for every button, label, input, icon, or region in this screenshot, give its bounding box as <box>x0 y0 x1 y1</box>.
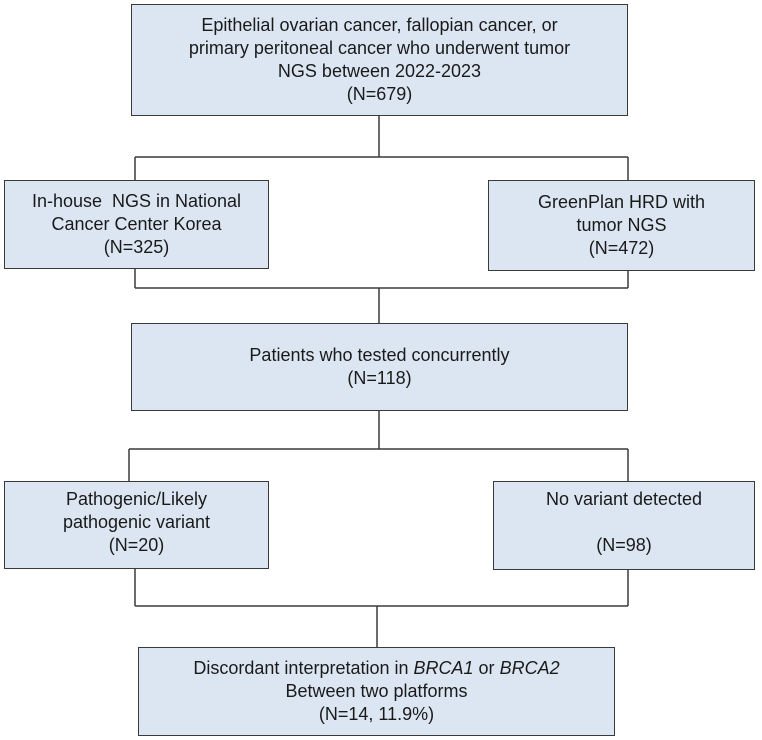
box-count: (N=679) <box>346 84 413 104</box>
box-count: (N=472) <box>588 238 655 258</box>
gene-brca2: BRCA2 <box>499 658 560 678</box>
box-text: pathogenic variant <box>62 512 211 532</box>
box-study-population: Epithelial ovarian cancer, fallopian can… <box>131 4 628 116</box>
box-inhouse-ngs: In-house NGS in National Cancer Center K… <box>4 180 269 269</box>
box-discordant-interpretation: Discordant interpretation in BRCA1 or BR… <box>138 647 615 736</box>
box-text-conj: or <box>473 658 500 678</box>
box-text: NGS between 2022-2023 <box>277 61 482 81</box>
gene-brca1: BRCA1 <box>413 658 474 678</box>
box-text: Cancer Center Korea <box>51 214 222 234</box>
box-text: Epithelial ovarian cancer, fallopian can… <box>201 15 558 35</box>
box-no-variant: No variant detected (N=98) <box>493 481 755 570</box>
box-text: In-house NGS in National <box>31 191 242 211</box>
box-text: GreenPlan HRD with <box>537 192 706 212</box>
box-text: tumor NGS <box>576 215 667 235</box>
box-count: (N=325) <box>103 237 170 257</box>
box-count: (N=14, 11.9%) <box>318 704 435 724</box>
box-text: Discordant interpretation in BRCA1 or BR… <box>193 657 559 680</box>
box-count: (N=20) <box>108 535 165 555</box>
box-text: No variant detected <box>545 489 703 509</box>
box-count: (N=118) <box>347 368 412 388</box>
box-concurrent-testing: Patients who tested concurrently (N=118) <box>131 323 628 411</box>
box-pathogenic-variant: Pathogenic/Likely pathogenic variant (N=… <box>4 481 269 569</box>
box-count: (N=98) <box>596 535 652 555</box>
box-text: Patients who tested concurrently <box>249 345 510 365</box>
box-text-prefix: Discordant interpretation in <box>193 658 414 678</box>
box-greenplan-hrd: GreenPlan HRD with tumor NGS (N=472) <box>488 180 755 271</box>
box-text: primary peritoneal cancer who underwent … <box>188 38 571 58</box>
box-text: Pathogenic/Likely <box>65 489 208 509</box>
box-text: Between two platforms <box>285 681 468 701</box>
